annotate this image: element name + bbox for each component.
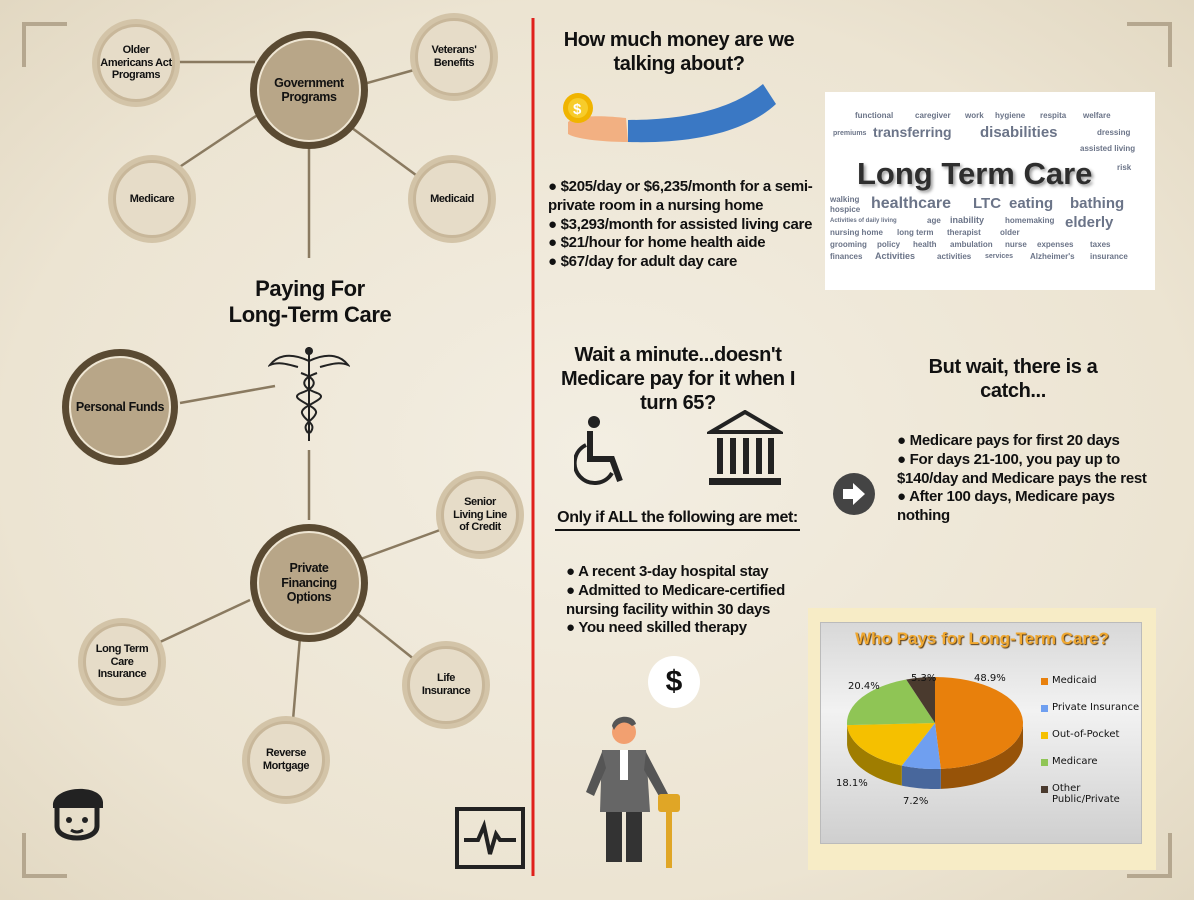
heart-monitor-icon <box>455 807 525 869</box>
pie-chart-panel: Who Pays for Long-Term Care? 48.9% 7.2% … <box>808 608 1156 870</box>
corner-bracket <box>22 22 67 67</box>
node-life-insurance: Life Insurance <box>407 646 485 724</box>
medicare-heading: Wait a minute...doesn't Medicare pay for… <box>560 344 796 414</box>
catch-item: ● For days 21-100, you pay up to $140/da… <box>897 450 1147 487</box>
legend-item-other: Other Public/Private <box>1041 783 1139 805</box>
legend-item-private-insurance: Private Insurance <box>1041 702 1139 713</box>
label-medicaid: 48.9% <box>974 673 1006 684</box>
legend-item-medicaid: Medicaid <box>1041 675 1139 686</box>
businessman-with-key-illustration <box>586 716 680 868</box>
cost-list: ● $205/day or $6,235/month for a semi-pr… <box>548 178 813 272</box>
catch-heading: But wait, there is a catch... <box>928 356 1098 402</box>
pie-slice-private-insurance <box>901 723 941 769</box>
pie-slice-medicaid <box>935 677 1024 769</box>
pie-side-medicaid <box>940 723 1023 789</box>
node-ltc-insurance: Long Term Care Insurance <box>83 623 161 701</box>
chart-legend: Medicaid Private Insurance Out-of-Pocket… <box>1041 675 1139 821</box>
dollar-thought-bubble: $ <box>648 656 700 708</box>
cost-item: ● $21/hour for home health aide <box>548 234 766 252</box>
node-older-americans: Older Americans Act Programs <box>97 24 175 102</box>
node-medicaid: Medicaid <box>413 160 491 238</box>
catch-item: ● After 100 days, Medicare pays nothing <box>897 488 1115 524</box>
label-other: 5.3% <box>911 673 937 684</box>
condition-item: ● You need skilled therapy <box>566 619 747 637</box>
node-medicare: Medicare <box>113 160 191 238</box>
svg-text:$: $ <box>573 101 582 118</box>
legend-item-medicare: Medicare <box>1041 756 1139 767</box>
cost-item: ● $205/day or $6,235/month for a semi-pr… <box>548 178 813 214</box>
word-cloud-image: functional caregiver work welfare hygien… <box>825 92 1155 290</box>
conditions-list: ● A recent 3-day hospital stay ● Admitte… <box>566 563 816 638</box>
condition-item: ● A recent 3-day hospital stay <box>566 563 769 580</box>
corner-bracket <box>1127 833 1172 878</box>
node-personal-funds: Personal Funds <box>69 356 171 458</box>
chart-title: Who Pays for Long-Term Care? <box>855 629 1109 648</box>
label-private-insurance: 7.2% <box>903 796 929 807</box>
pie-slice-out-of-pocket <box>847 723 935 766</box>
conditions-heading: Only if ALL the following are met: <box>555 508 800 532</box>
pie-slices <box>847 677 1024 789</box>
arrow-right-icon <box>833 473 875 515</box>
person-face-icon <box>52 788 103 841</box>
node-senior-living-credit: Senior Living Line of Credit <box>441 476 519 554</box>
corner-bracket <box>22 833 67 878</box>
label-out-of-pocket: 18.1% <box>836 778 868 789</box>
catch-item: ● Medicare pays for first 20 days <box>897 432 1120 449</box>
cost-heading: How much money are we talking about? <box>563 29 795 75</box>
pie-slice-medicare <box>847 679 935 726</box>
hand-with-coin-icon: $ <box>563 84 776 143</box>
wheelchair-icon <box>574 416 623 486</box>
catch-list: ● Medicare pays for first 20 days ● For … <box>897 432 1157 526</box>
pie-chart: Who Pays for Long-Term Care? 48.9% 7.2% … <box>820 622 1142 844</box>
legend-item-out-of-pocket: Out-of-Pocket <box>1041 729 1139 740</box>
pie-slice-other-public-private <box>906 677 935 723</box>
cost-item: ● $3,293/month for assisted living care <box>548 215 813 233</box>
label-medicare: 20.4% <box>848 681 880 692</box>
bank-building-icon <box>707 410 783 485</box>
pie-side-private-insurance <box>901 765 941 789</box>
node-veterans-benefits: Veterans' Benefits <box>415 18 493 96</box>
pie-side-out-of-pocket <box>847 725 902 786</box>
node-government-programs: Government Programs <box>257 38 361 142</box>
corner-bracket <box>1127 22 1172 67</box>
condition-item: ● Admitted to Medicare-certified nursing… <box>566 581 785 618</box>
cost-item: ● $67/day for adult day care <box>548 253 738 270</box>
node-private-financing: Private Financing Options <box>257 531 361 635</box>
node-reverse-mortgage: Reverse Mortgage <box>247 721 325 799</box>
caduceus-icon <box>268 347 350 441</box>
